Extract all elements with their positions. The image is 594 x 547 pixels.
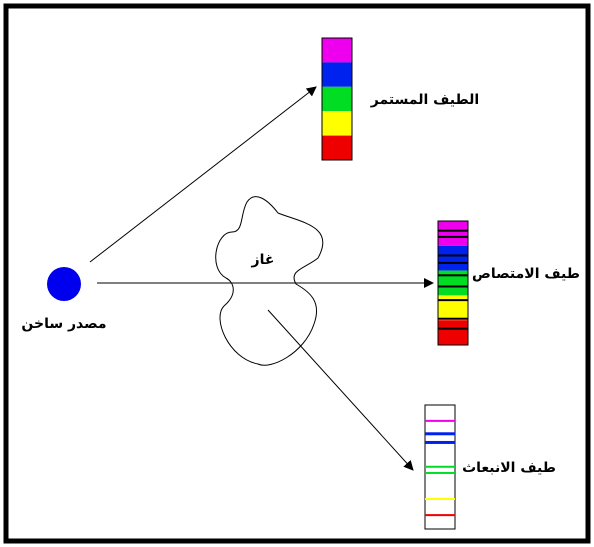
absorption-dark-line <box>438 299 468 302</box>
emission-line-green <box>425 471 455 474</box>
absorption-dark-line <box>438 285 468 288</box>
arrow-to-continuous <box>89 86 317 263</box>
absorption-dark-line <box>438 261 468 264</box>
emission-line-blue <box>425 432 455 436</box>
arrow-to-emission <box>267 309 414 471</box>
absorption-spectrum <box>437 220 469 346</box>
gas-cloud-icon <box>215 196 324 366</box>
absorption-dark-line <box>438 254 468 257</box>
gas-label: غاز <box>251 252 275 268</box>
absorption-band-red <box>438 320 468 345</box>
continuous-spectrum <box>321 37 353 161</box>
emission-spectrum <box>424 404 456 530</box>
continuous-band-blue <box>322 62 352 87</box>
absorption-dark-line <box>438 317 468 320</box>
hot-source-label: مصدر ساخن <box>21 316 106 332</box>
emission-label: طيف الانبعاث <box>462 460 556 476</box>
emission-line-blue <box>425 440 455 444</box>
continuous-band-magenta <box>322 38 352 63</box>
emission-line-red <box>425 514 455 517</box>
absorption-band-magenta <box>438 221 468 246</box>
continuous-band-yellow <box>322 111 352 136</box>
continuous-band-green <box>322 86 352 112</box>
diagram-frame <box>3 3 591 544</box>
absorption-dark-line <box>438 235 468 238</box>
continuous-label: الطيف المستمر <box>370 92 479 108</box>
absorption-dark-line <box>438 274 468 277</box>
absorption-label: طيف الامتصاص <box>472 266 580 282</box>
absorption-dark-line <box>438 327 468 330</box>
continuous-band-red <box>322 135 352 160</box>
hot-source-icon <box>47 267 81 301</box>
emission-line-green <box>425 465 455 468</box>
absorption-spectrum-border <box>437 220 469 346</box>
emission-line-yellow <box>425 498 455 500</box>
emission-line-magenta <box>425 419 455 422</box>
continuous-spectrum-border <box>321 37 353 161</box>
absorption-band-blue <box>438 245 468 271</box>
absorption-dark-line <box>438 229 468 232</box>
